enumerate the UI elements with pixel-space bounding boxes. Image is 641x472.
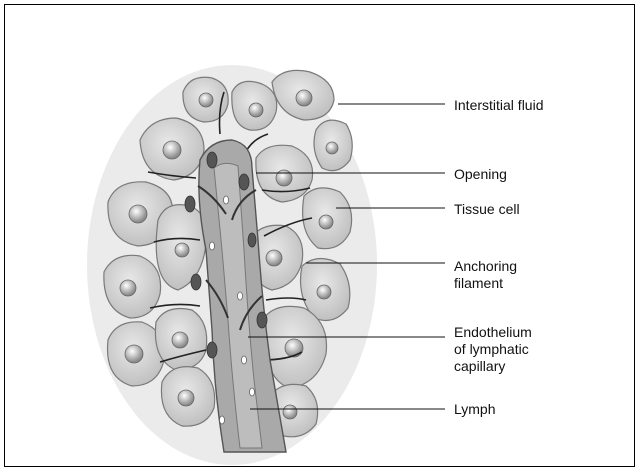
label-opening: Opening <box>454 166 507 183</box>
label-anchoring-filament: Anchoring filament <box>454 258 517 292</box>
label-tissue-cell: Tissue cell <box>454 201 520 218</box>
label-interstitial-fluid: Interstitial fluid <box>454 97 543 114</box>
label-lymph: Lymph <box>454 401 496 418</box>
label-endothelium: Endothelium of lymphatic capillary <box>454 324 532 375</box>
